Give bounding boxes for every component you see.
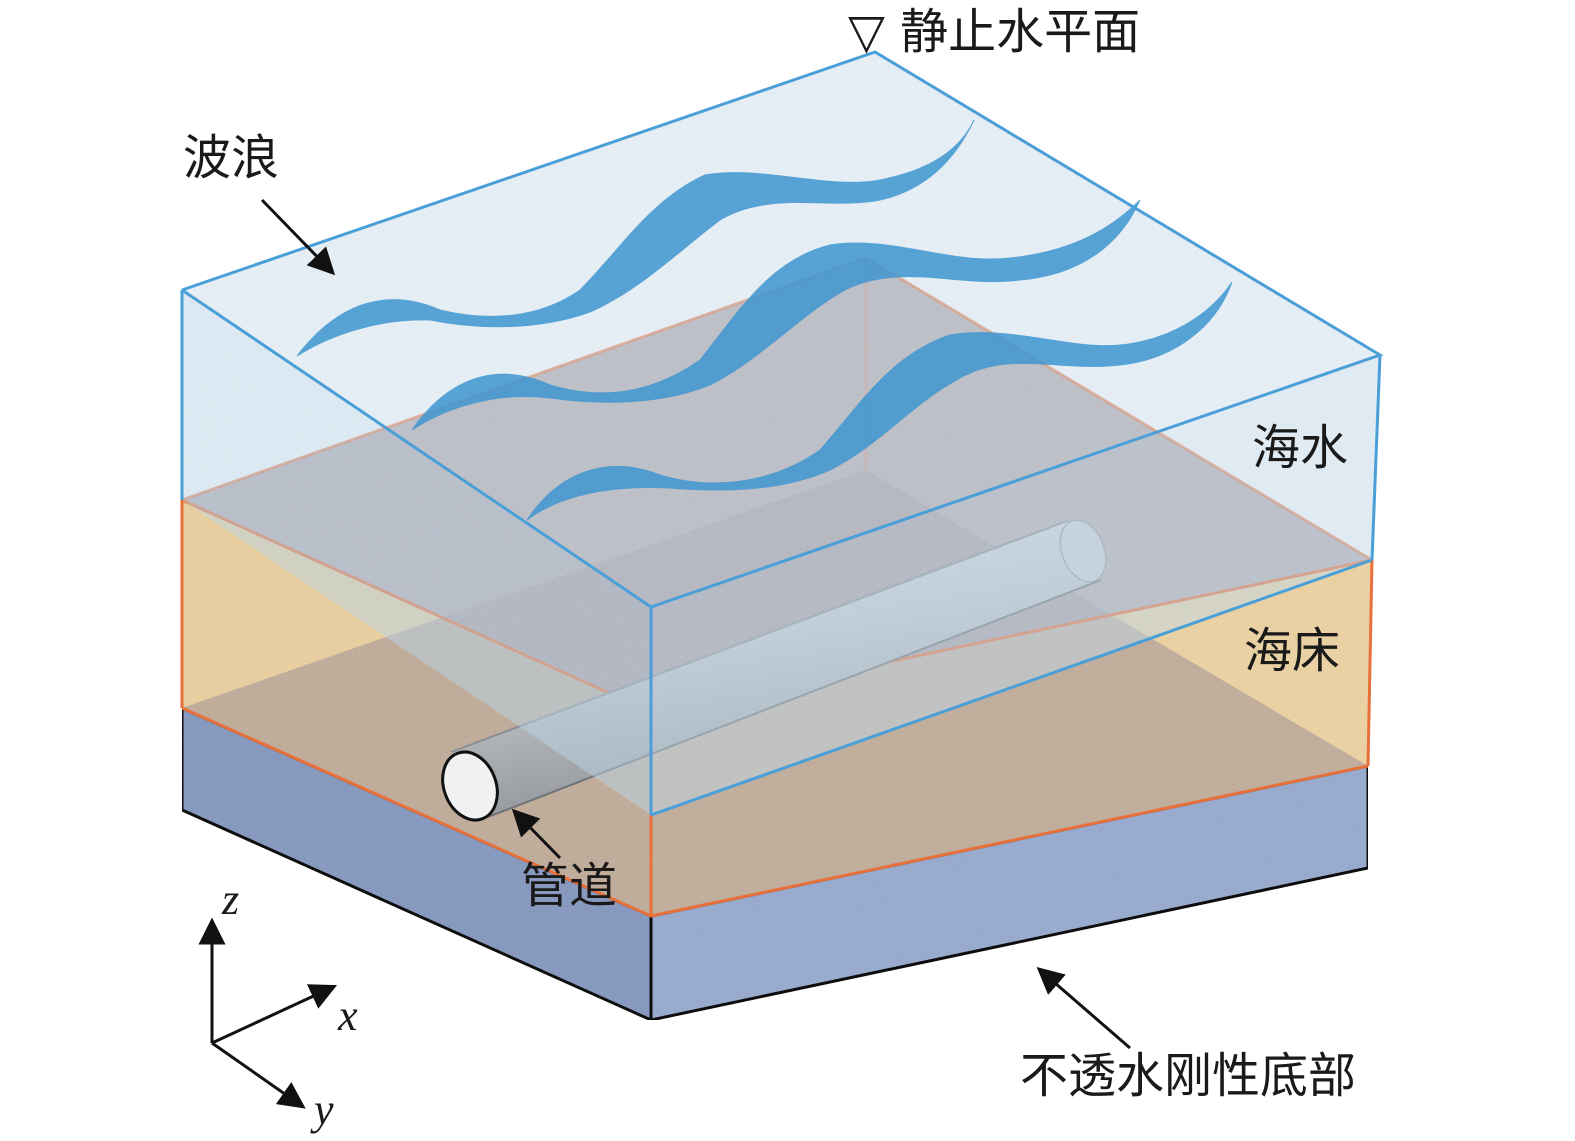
seawater-label: 海水	[1252, 420, 1349, 476]
still-water-level-label: ▽ 静止水平面	[848, 4, 1141, 60]
z-axis-label: z	[222, 875, 240, 924]
seawater-bottom-front-edge	[650, 558, 1373, 817]
y-axis-label: y	[314, 1085, 334, 1134]
pipeline-label: 管道	[521, 858, 618, 914]
rigid-bottom-pointer-arrow	[1036, 967, 1131, 1050]
rigid-bottom-label: 不透水刚性底部	[1020, 1048, 1357, 1104]
wave-crest-1	[296, 119, 975, 357]
wave-crest-2	[411, 199, 1141, 431]
seawater-right-edge	[1370, 354, 1382, 561]
pipeline-pointer-arrow	[511, 808, 562, 860]
seabed-right-edge	[1366, 559, 1374, 767]
seawater-layer	[180, 50, 1384, 817]
seabed-label: 海床	[1244, 623, 1341, 679]
pointer-arrows	[260, 198, 1131, 1050]
seawater-left-face	[182, 290, 651, 815]
wave-pointer-arrow	[260, 198, 336, 276]
x-axis-arrow	[211, 984, 338, 1045]
pipeline-near-end	[441, 750, 499, 822]
coordinate-axes	[198, 917, 338, 1109]
wave-crests	[296, 119, 1233, 521]
seawater-right-face	[651, 355, 1380, 815]
x-axis-label: x	[338, 991, 358, 1040]
y-axis-arrow	[211, 1041, 306, 1109]
wave-crest-3	[526, 281, 1233, 521]
wave-label: 波浪	[183, 130, 280, 186]
